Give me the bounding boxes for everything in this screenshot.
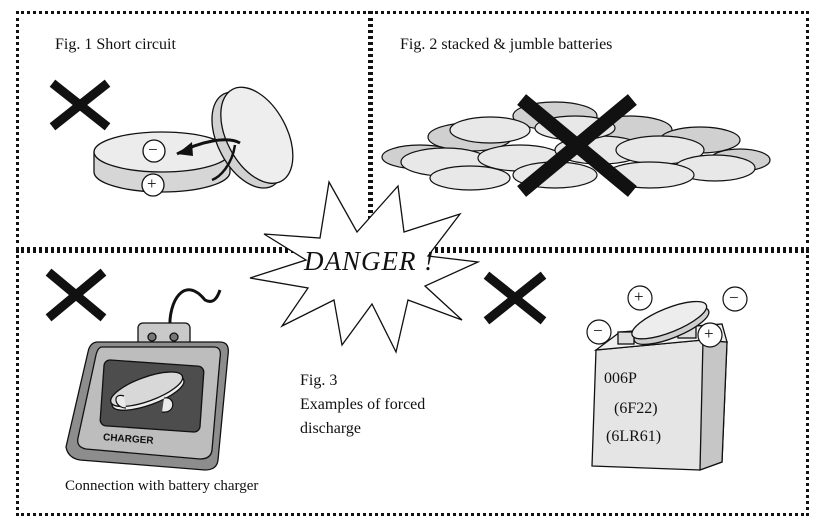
minus-sign-circle <box>142 139 166 163</box>
sign-plus-right: + <box>704 324 714 343</box>
minus-sign-circle <box>722 286 748 312</box>
battery-9v-iec-1: (6F22) <box>614 400 658 417</box>
plus-sign-circle <box>627 285 653 311</box>
fig3-caption-line3: discharge <box>300 420 362 437</box>
fig2-caption: Fig. 2 stacked & jumble batteries <box>400 36 613 53</box>
minus-sign-circle <box>586 319 612 345</box>
plus-sign-circle <box>697 322 723 348</box>
sign-minus-left: − <box>593 321 603 340</box>
battery-9v-model: 006P <box>604 370 637 387</box>
sign-minus-right: − <box>729 288 739 307</box>
danger-starburst <box>249 180 481 354</box>
charger-cable <box>168 288 222 331</box>
arrow-icon <box>211 144 237 182</box>
cross-icon-charger <box>45 268 107 322</box>
plus-sign-circle <box>141 173 165 197</box>
fig3-caption-line1: Fig. 3 <box>300 372 338 389</box>
battery-9v-iec-2: (6LR61) <box>606 428 662 445</box>
cross-icon-fig2 <box>517 94 637 197</box>
cross-icon-fig1 <box>49 79 111 131</box>
sign-plus-top: + <box>634 287 644 306</box>
panel-fig1 <box>16 11 371 250</box>
fig3-caption-line2: Examples of forced <box>300 396 426 413</box>
charger-body <box>65 322 229 471</box>
panel-fig2 <box>370 11 809 250</box>
charger-caption: Connection with battery charger <box>65 478 259 494</box>
fig1-caption: Fig. 1 Short circuit <box>55 36 176 53</box>
fig1-plus-label: + <box>147 174 157 193</box>
coin-cell-on-9v <box>631 300 710 346</box>
fig1-minus-label: − <box>148 140 158 159</box>
cross-icon-9v <box>483 271 547 325</box>
danger-label: DANGER ! <box>304 246 435 276</box>
